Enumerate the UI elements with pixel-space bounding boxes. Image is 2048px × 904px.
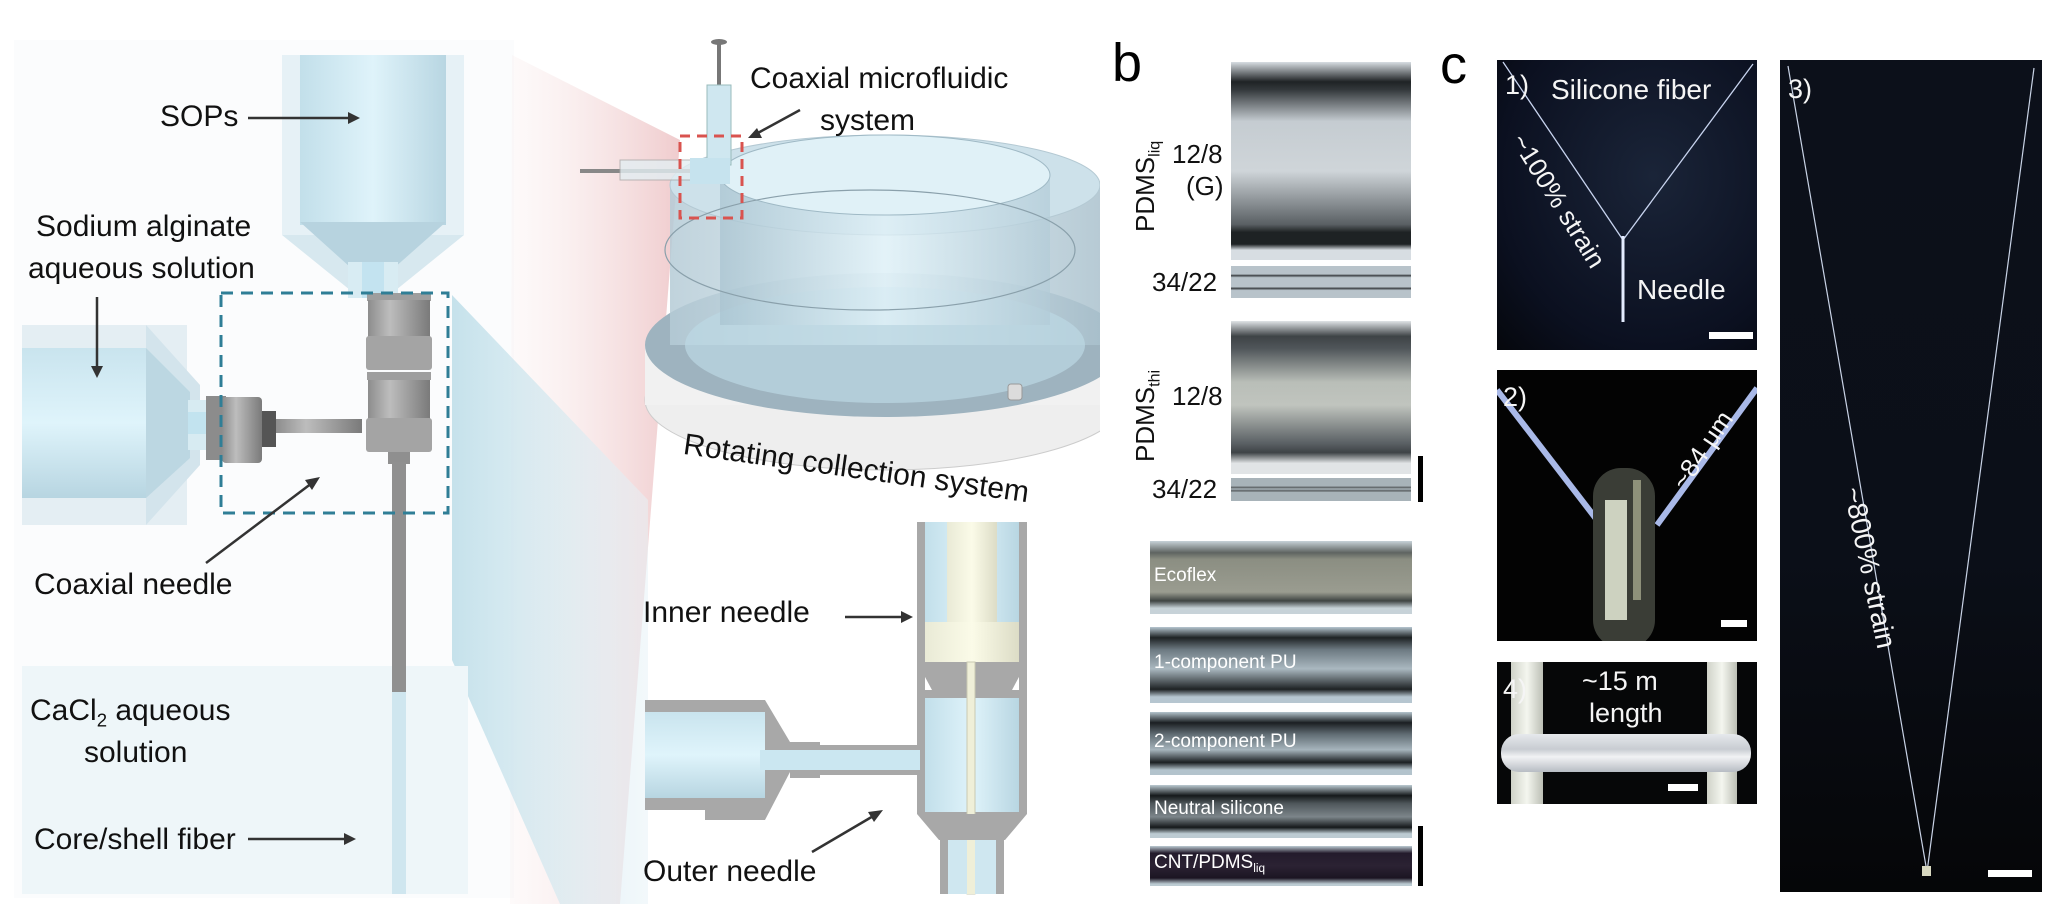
length-label-line1: ~15 m: [1582, 666, 1658, 696]
label-sops: SOPs: [160, 100, 239, 133]
fiber-on-needle: [1497, 386, 1757, 641]
material-name: PDMS: [1130, 386, 1160, 462]
photo-fiber-diameter: 2) ~84 μm: [1497, 370, 1757, 641]
panel-c: c 1) Silicone fiber ~100% strain Needle …: [1440, 0, 2048, 904]
photo-index: 2): [1503, 382, 1528, 412]
micrograph-pdms-liq-12-8: [1231, 62, 1411, 260]
label-cacl2-line2: solution: [84, 736, 188, 769]
material-name: PDMS: [1130, 156, 1160, 232]
micrograph-material: Ecoflex: [1150, 541, 1412, 614]
material-subscript: liq: [1145, 140, 1164, 157]
photo-silicone-fiber-100-strain: 1) Silicone fiber ~100% strain Needle: [1497, 60, 1757, 350]
length-label-line2: length: [1589, 698, 1663, 728]
scale-bar: [1418, 456, 1423, 502]
scale-bar: [1668, 784, 1698, 791]
rotating-collection-system: [580, 39, 1100, 471]
micrograph-material: 2-component PU: [1150, 712, 1412, 775]
cacl2-subscript: 2: [96, 709, 108, 731]
label-inner-needle: Inner needle: [643, 596, 810, 629]
label-outer-needle: Outer needle: [643, 855, 817, 888]
panel-letter-b: b: [1112, 33, 1143, 93]
ratio-label: 12/8: [1172, 381, 1223, 411]
label-pdms-liq: PDMSliq: [1130, 141, 1165, 232]
material-subscript: liq: [1253, 862, 1266, 876]
label-cacl2-solution: CaCl2 aqueous: [30, 694, 230, 731]
label-core-shell-fiber: Core/shell fiber: [34, 823, 236, 856]
label-coaxial-needle: Coaxial needle: [34, 568, 233, 601]
material-label: CNT/PDMSliq: [1154, 852, 1265, 875]
material-subscript: thi: [1145, 369, 1164, 387]
needle-cross-section: [645, 522, 1027, 895]
wound-fiber-bundle: [1501, 734, 1751, 772]
micrograph-pdms-thi-34-22: [1231, 478, 1411, 501]
ratio-note: (G): [1186, 171, 1224, 201]
panel-b: b PDMSliq 12/8 (G) 34/22 PDMSthi 12/8 34…: [1100, 0, 1440, 904]
micrograph-material: 1-component PU: [1150, 627, 1412, 703]
support-rod: [1511, 662, 1543, 804]
photo-title: Silicone fiber: [1551, 74, 1712, 105]
material-label: 1-component PU: [1154, 652, 1297, 673]
cacl2-suffix: aqueous: [107, 694, 231, 727]
panel-letter-c: c: [1440, 35, 1467, 95]
support-rod: [1707, 662, 1737, 804]
label-sodium-alginate-line2: aqueous solution: [28, 252, 255, 285]
cacl2-prefix: CaCl: [30, 694, 97, 727]
micrograph-pdms-liq-34-22: [1231, 266, 1411, 298]
photo-fiber-15m-length: 4) ~15 m length: [1497, 662, 1757, 804]
ratio-label: 34/22: [1152, 267, 1218, 297]
photo-index: 1): [1505, 70, 1530, 100]
label-coaxial-microfluidic-line1: Coaxial microfluidic: [750, 62, 1009, 95]
scale-bar: [1418, 826, 1423, 886]
ratio-label: 12/8: [1172, 139, 1223, 169]
scale-bar: [1721, 620, 1747, 627]
zoom-wedge-blue: [452, 295, 648, 904]
fiber-lines: [1502, 61, 1754, 322]
fiber-lines: [1787, 65, 2035, 876]
label-coaxial-microfluidic-line2: system: [820, 104, 916, 137]
scale-bar: [1709, 332, 1753, 339]
material-name: CNT/PDMS: [1154, 852, 1254, 873]
micrograph-material: CNT/PDMSliq: [1150, 846, 1412, 886]
photo-index: 4): [1503, 674, 1528, 704]
material-label: Neutral silicone: [1154, 798, 1284, 819]
micrograph-material: Neutral silicone: [1150, 785, 1412, 838]
ratio-label: 34/22: [1152, 474, 1218, 504]
coaxial-needle-assembly: [206, 293, 432, 894]
material-label: Ecoflex: [1154, 565, 1217, 586]
photo-silicone-fiber-800-strain: 3) ~800% strain: [1780, 60, 2042, 892]
needle-label: Needle: [1637, 274, 1726, 305]
schematic-fabrication-setup: [22, 39, 1100, 904]
highlight-box-red: [678, 134, 744, 220]
label-sodium-alginate-line1: Sodium alginate: [36, 210, 252, 243]
panel-a: a: [22, 39, 1100, 904]
scale-bar: [1988, 870, 2032, 877]
highlight-box-blue: [219, 291, 450, 515]
photo-index: 3): [1788, 74, 1813, 104]
material-label: 2-component PU: [1154, 731, 1297, 752]
label-pdms-thi: PDMSthi: [1130, 370, 1165, 462]
micrograph-pdms-thi-12-8: [1231, 321, 1411, 474]
